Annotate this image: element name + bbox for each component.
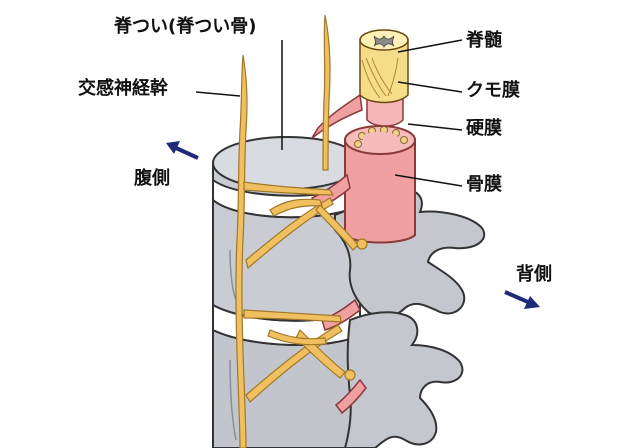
dura-tube (345, 140, 415, 243)
label-arachnoid: クモ膜 (466, 82, 520, 100)
dural-sac (345, 126, 415, 243)
label-ventral: 腹側 (134, 170, 170, 188)
label-dura: 硬膜 (466, 120, 502, 138)
label-dorsal: 背側 (516, 266, 552, 284)
leader-sympathetic-trunk (196, 92, 240, 96)
spinal-cord-group (360, 30, 408, 126)
label-spinal-cord: 脊髄 (466, 32, 502, 50)
transverse-process-lower (345, 312, 462, 448)
label-periosteum: 骨膜 (466, 176, 502, 194)
leader-dura (408, 124, 462, 130)
label-sympathetic-trunk: 交感神経幹 (78, 80, 168, 98)
label-vertebra: 脊つい(脊つい骨) (114, 18, 256, 36)
ventral-arrow (166, 141, 198, 158)
dorsal-arrow (505, 292, 540, 309)
ganglion-upper (357, 239, 367, 249)
ganglion-lower (345, 370, 355, 380)
